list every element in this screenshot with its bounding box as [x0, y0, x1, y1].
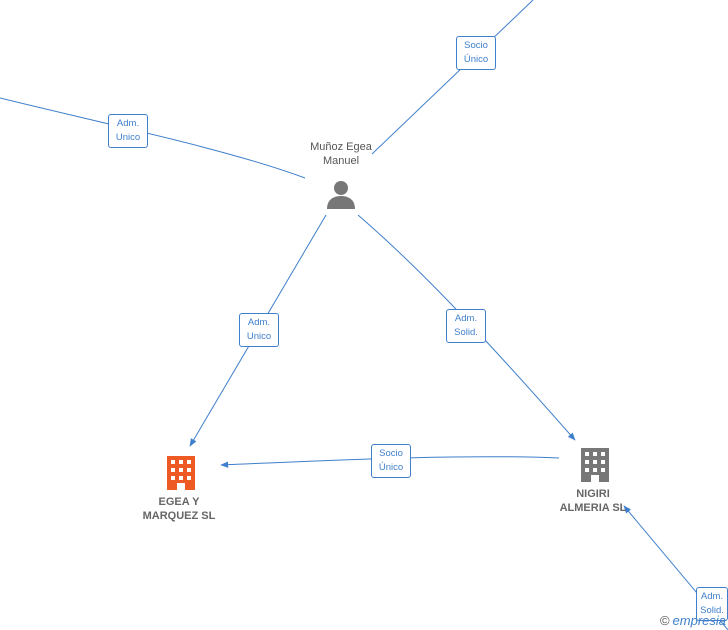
node-company-egea-y-marquez[interactable]: EGEA Y MARQUEZ SL: [124, 495, 234, 523]
edge-label-adm-solid-nigiri[interactable]: Adm. Solid.: [446, 309, 486, 343]
watermark-text: empresia: [672, 613, 726, 628]
edge-label-line1: Adm.: [454, 313, 478, 324]
node-label: NIGIRI: [576, 488, 610, 500]
edge-label-socio-unico-top[interactable]: Socio Único: [456, 36, 496, 70]
edge-label-adm-unico-left[interactable]: Adm. Unico: [108, 114, 148, 148]
copyright-icon: ©: [659, 613, 670, 628]
edge-label-line2: Solid.: [700, 605, 724, 616]
edge-label-line2: Solid.: [454, 327, 478, 338]
node-company-nigiri-almeria[interactable]: NIGIRI ALMERIA SL: [543, 487, 643, 515]
edge-left: [0, 97, 306, 179]
edge-label-line2: Unico: [115, 132, 141, 143]
edge-label-line1: Socio: [379, 448, 403, 459]
edge-label-line1: Adm.: [116, 118, 140, 129]
edge-label-line2: Único: [463, 54, 489, 65]
edge-label-line1: Adm.: [700, 591, 724, 602]
person-icon: [327, 181, 355, 209]
edge-label-line1: Adm.: [247, 317, 271, 328]
edge-label-socio-unico-nigiri-egea[interactable]: Socio Único: [371, 444, 411, 478]
edge-label-line2: Único: [378, 462, 404, 473]
edge-label-line1: Socio: [464, 40, 488, 51]
edge-top-right: [371, 0, 534, 155]
node-label: Manuel: [322, 155, 360, 167]
node-label: ALMERIA SL: [559, 502, 627, 514]
node-label: EGEA Y: [158, 496, 200, 508]
building-icon: [581, 448, 609, 482]
node-person-munoz-egea[interactable]: Muñoz Egea Manuel: [291, 140, 391, 168]
building-icon: [167, 456, 195, 490]
node-label: MARQUEZ SL: [142, 510, 216, 522]
edge-label-adm-unico-egea[interactable]: Adm. Unico: [239, 313, 279, 347]
edge-label-line2: Unico: [246, 331, 272, 342]
edge-person-to-nigiri: [357, 214, 576, 441]
watermark-logo: ©empresia: [660, 613, 726, 628]
node-label: Muñoz Egea: [310, 141, 372, 153]
